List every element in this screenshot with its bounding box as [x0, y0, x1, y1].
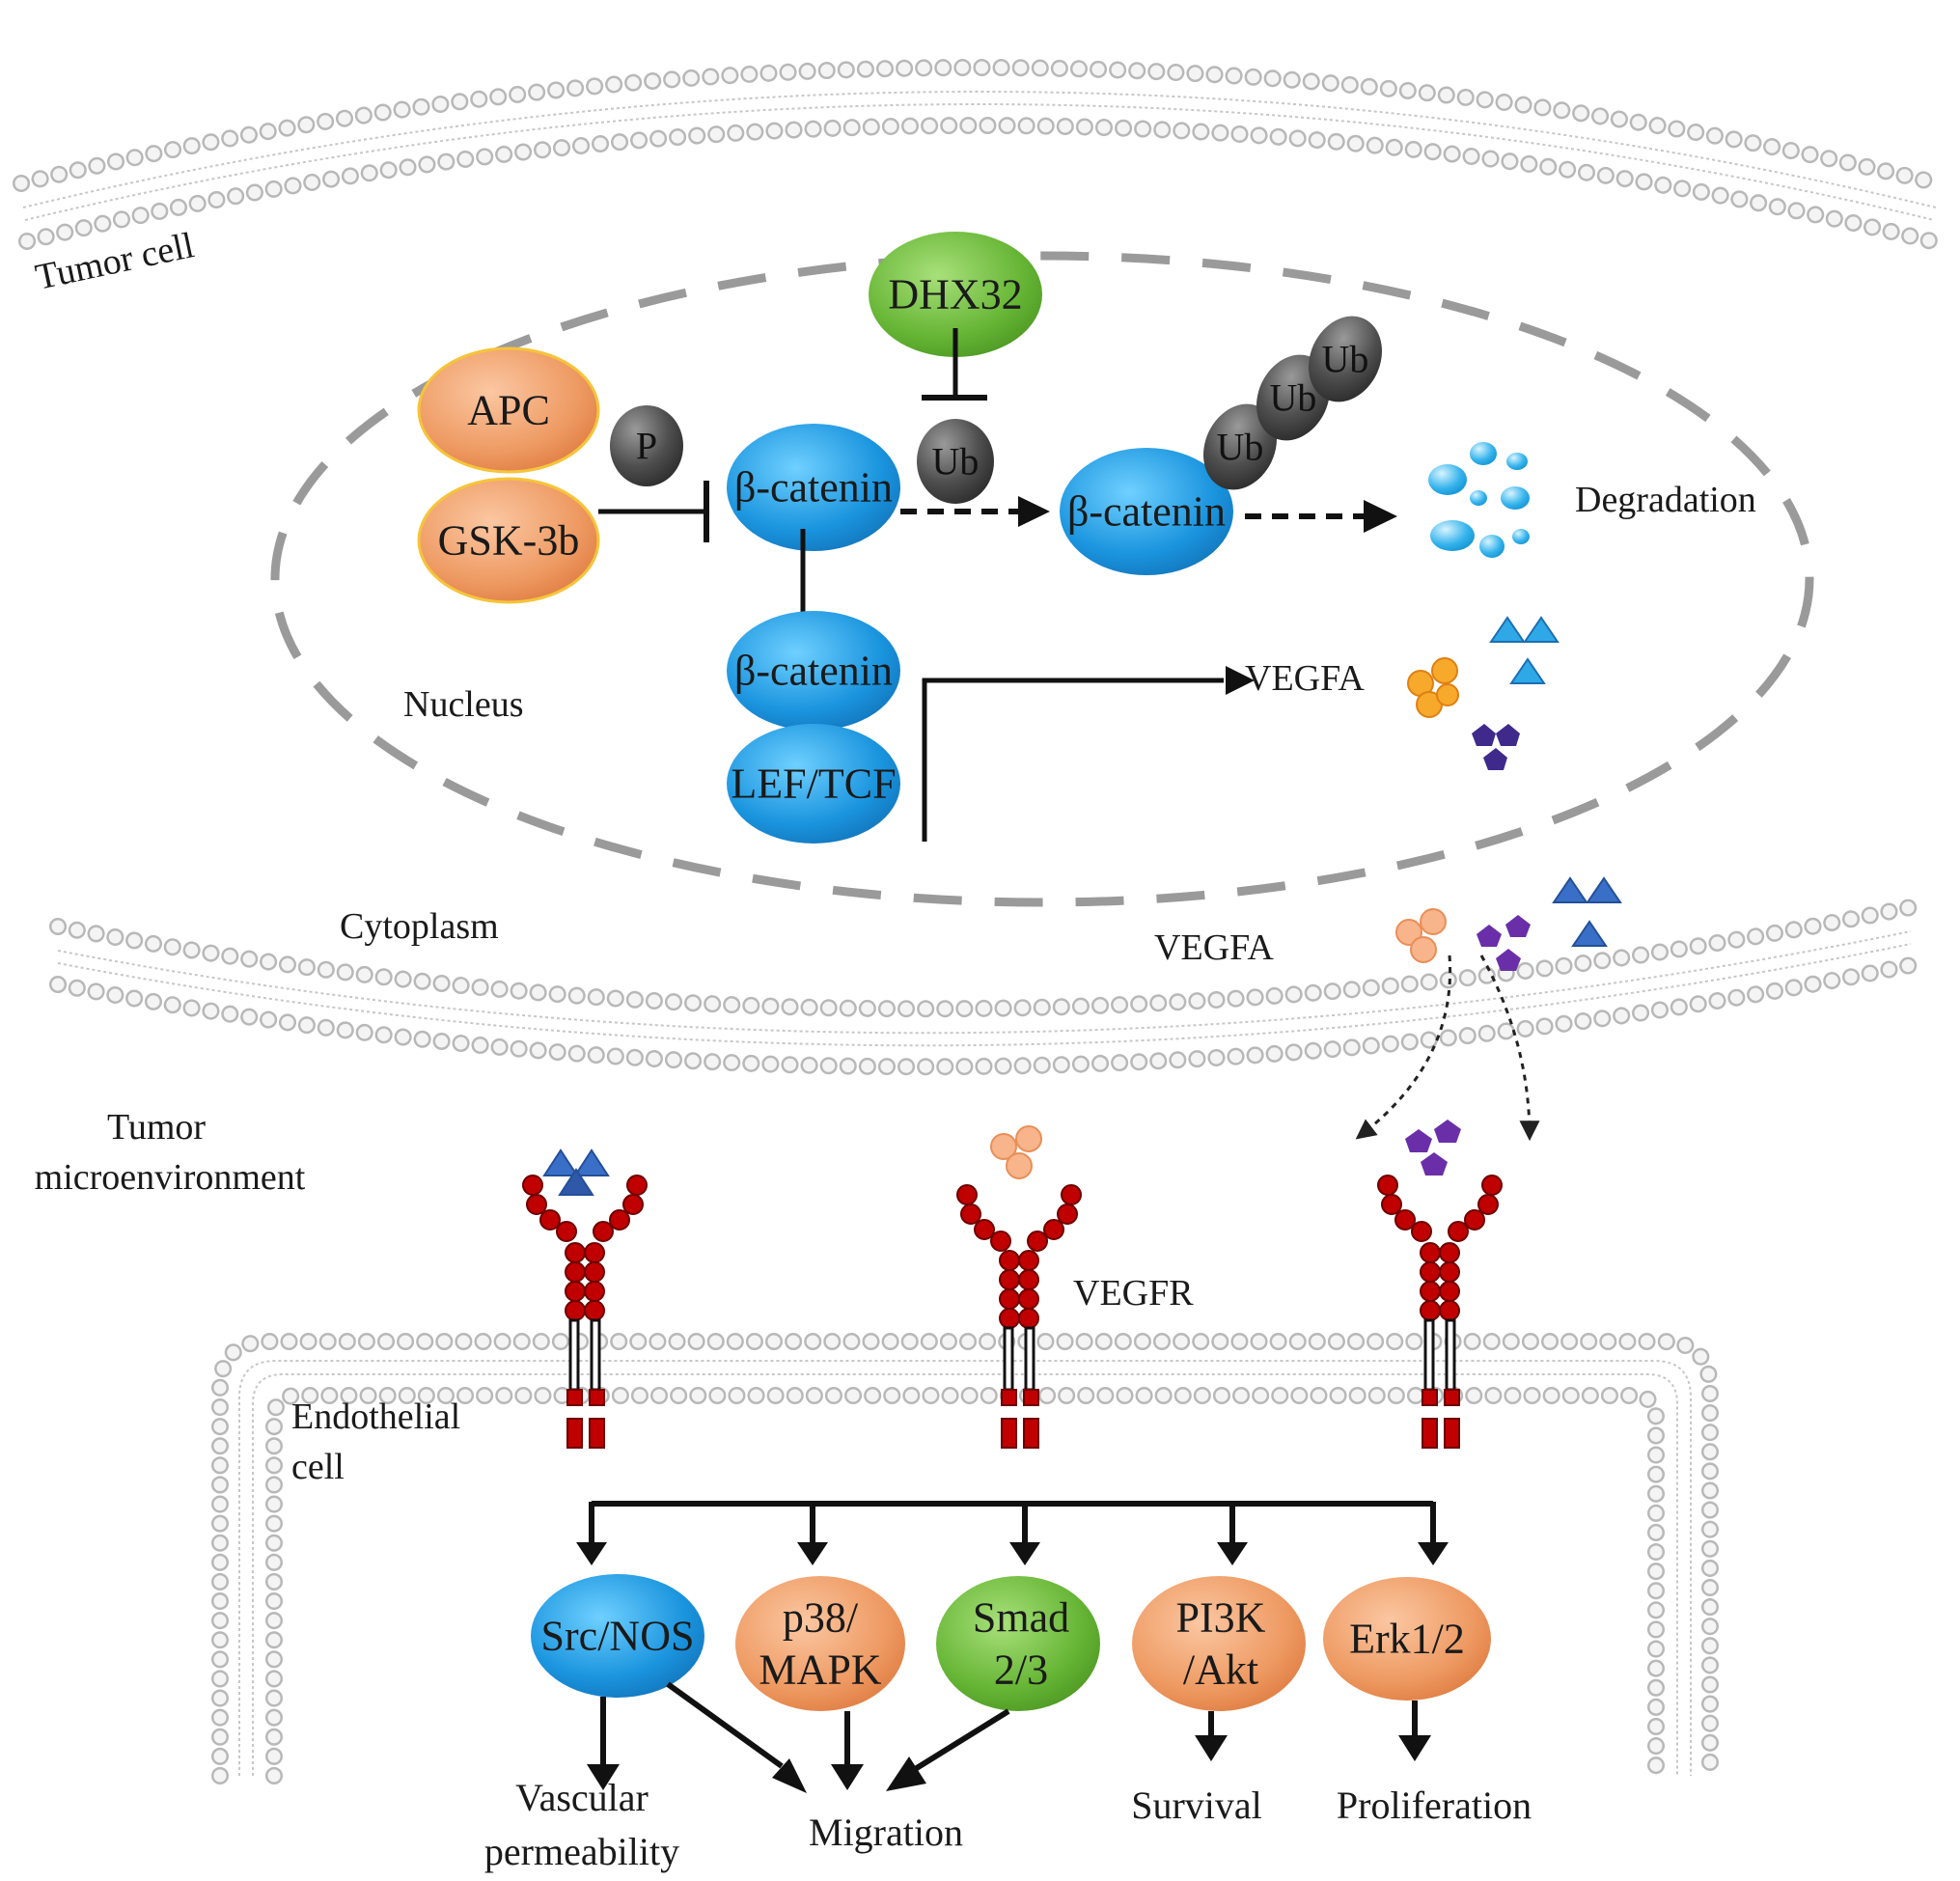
ub-node-1: Ub — [917, 419, 994, 504]
svg-text:β-catenin: β-catenin — [734, 648, 893, 695]
pathway-erk1-2: Erk1/2 — [1323, 1577, 1491, 1701]
vegfr-label: VEGFR — [1073, 1273, 1194, 1314]
apc-node: APC — [417, 346, 600, 474]
tumor-microenvironment-label-line1: Tumor — [107, 1107, 206, 1148]
vegfa-orange-ligand-nucleus — [1407, 657, 1459, 718]
endothelial-label-line2: cell — [291, 1447, 345, 1487]
degradation-arrow — [1245, 500, 1397, 533]
svg-text:LEF/TCF: LEF/TCF — [731, 761, 896, 808]
svg-text:2/3: 2/3 — [994, 1646, 1048, 1694]
svg-text:p38/: p38/ — [783, 1594, 859, 1642]
vegfr-receptor-2 — [956, 1125, 1082, 1449]
svg-text:GSK-3b: GSK-3b — [438, 517, 580, 565]
vegfa-nucleus-label: VEGFA — [1245, 658, 1365, 699]
svg-text:Src/NOS: Src/NOS — [541, 1613, 695, 1660]
lef-tcf-node: LEF/TCF — [727, 724, 900, 844]
pathway-pi3k-akt: PI3K /Akt — [1132, 1576, 1306, 1711]
transcription-arrow — [922, 666, 1255, 842]
tumor-microenvironment-label-line2: microenvironment — [35, 1157, 306, 1198]
svg-text:Smad: Smad — [973, 1594, 1069, 1642]
vegfr-receptor-3 — [1377, 1120, 1503, 1449]
outcome-survival: Survival — [1131, 1784, 1262, 1827]
phosphate-node: P — [610, 405, 683, 486]
svg-text:Erk1/2: Erk1/2 — [1349, 1616, 1465, 1663]
svg-text:MAPK: MAPK — [759, 1646, 881, 1694]
cytoplasm-membrane — [49, 899, 1919, 1076]
gsk3b-node: GSK-3b — [417, 477, 600, 604]
svg-text:Ub: Ub — [1270, 376, 1317, 420]
svg-text:β-catenin: β-catenin — [734, 464, 893, 512]
vegfa-cytoplasm-label: VEGFA — [1154, 927, 1274, 968]
gsk3b-inhibition-edge — [598, 481, 709, 542]
svg-text:/Akt: /Akt — [1183, 1646, 1258, 1694]
ub-node-4: Ub — [1309, 316, 1382, 402]
vegfa-purple-ligand-nucleus — [1472, 724, 1520, 770]
ub-node-2: Ub — [1203, 403, 1277, 490]
endothelial-membrane — [211, 1333, 1719, 1784]
tumor-cell-membrane — [13, 59, 1946, 250]
svg-text:β-catenin: β-catenin — [1067, 488, 1226, 536]
tumor-cell-label: Tumor cell — [32, 225, 198, 298]
degradation-fragments-icon — [1428, 442, 1530, 558]
dhx32-inhibition-edge — [922, 328, 987, 401]
vegfr-receptor-1 — [522, 1148, 648, 1449]
pathway-src-nos: Src/NOS — [531, 1574, 704, 1698]
cytoplasm-label: Cytoplasm — [340, 906, 499, 947]
beta-catenin-node-3: β-catenin — [1060, 448, 1233, 575]
svg-text:Ub: Ub — [1217, 426, 1264, 469]
vegfa-orange-ligand-cytoplasm — [1395, 908, 1447, 963]
nucleus-label: Nucleus — [403, 684, 524, 725]
outcome-arrows — [587, 1681, 1431, 1793]
endothelial-label-line1: Endothelial — [291, 1397, 460, 1437]
vegfa-blue-ligand-cytoplasm — [1552, 876, 1622, 947]
outcome-migration: Migration — [809, 1811, 963, 1854]
svg-text:P: P — [636, 425, 657, 468]
beta-catenin-node-1: β-catenin — [727, 424, 900, 551]
nucleus-boundary — [270, 251, 1814, 907]
pathway-smad-2-3: Smad 2/3 — [936, 1576, 1100, 1711]
svg-text:PI3K: PI3K — [1176, 1594, 1266, 1642]
downstream-branch-arrows — [576, 1501, 1449, 1565]
vegfa-purple-ligand-cytoplasm — [1477, 915, 1531, 971]
pathway-p38-mapk: p38/ MAPK — [735, 1576, 905, 1711]
outcome-vascular-line2: permeability — [484, 1830, 679, 1873]
beta-catenin-node-2: β-catenin — [727, 611, 900, 731]
svg-text:Ub: Ub — [932, 440, 980, 484]
svg-text:DHX32: DHX32 — [888, 271, 1022, 318]
ubiquitination-arrow — [900, 496, 1050, 527]
svg-text:APC: APC — [467, 387, 550, 434]
outcome-proliferation: Proliferation — [1337, 1784, 1532, 1827]
svg-text:Ub: Ub — [1322, 338, 1369, 381]
outcome-vascular-line1: Vascular — [515, 1776, 649, 1819]
degradation-label: Degradation — [1575, 480, 1756, 520]
secretion-arrows — [1355, 954, 1540, 1142]
vegfa-blue-ligand-nucleus — [1489, 616, 1560, 684]
dhx32-node: DHX32 — [869, 232, 1042, 357]
